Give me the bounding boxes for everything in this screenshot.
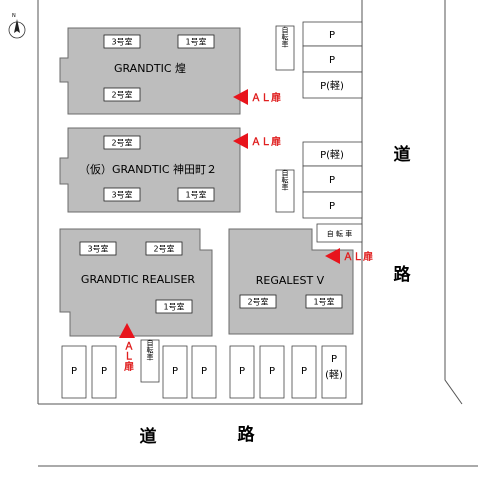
room-label: 3号室 bbox=[111, 190, 132, 200]
room-label: 1号室 bbox=[185, 37, 206, 47]
building-name: GRANDTIC REALISER bbox=[81, 273, 196, 286]
arrow-up-icon bbox=[119, 323, 135, 338]
room-label: 1号室 bbox=[163, 302, 184, 312]
room-label: 3号室 bbox=[111, 37, 132, 47]
arrow-left-icon bbox=[325, 248, 340, 264]
parking-label: P bbox=[329, 55, 335, 66]
parking-label: P(軽) bbox=[320, 149, 344, 161]
room-label: 2号室 bbox=[111, 138, 132, 148]
parking-bottom-row: P P P P P P P P (軽) bbox=[61, 345, 347, 399]
entrance-label: ＡＬ扉 bbox=[251, 91, 281, 104]
room-label: 1号室 bbox=[185, 190, 206, 200]
room-label: 2号室 bbox=[247, 297, 268, 307]
arrow-left-icon bbox=[233, 133, 248, 149]
parking-label: P bbox=[329, 175, 335, 186]
room-label: 3号室 bbox=[87, 244, 108, 254]
building-grandtic-realiser: 3号室 2号室 1号室 GRANDTIC REALISER bbox=[59, 228, 213, 337]
bicycle-parking-3: 自 転 車 bbox=[316, 223, 363, 243]
building-grandtic-kou: 3号室 1号室 2号室 GRANDTIC 煌 bbox=[59, 27, 241, 115]
entrance-label: ＡＬ扉 bbox=[343, 250, 373, 263]
entrance-label-vertical: ＡＬ扉 bbox=[122, 341, 135, 372]
parking-label: P(軽) bbox=[320, 80, 344, 92]
arrow-left-icon bbox=[233, 89, 248, 105]
parking-label: P bbox=[329, 201, 335, 212]
lot-boundary-right bbox=[38, 0, 363, 405]
road-label-bottom-2: 路 bbox=[238, 424, 256, 445]
entrance-marker-4: ＡＬ扉 bbox=[119, 323, 135, 372]
building-name: （仮）GRANDTIC 神田町２ bbox=[79, 162, 217, 176]
road-label-right-2: 路 bbox=[394, 264, 412, 285]
room-label: 2号室 bbox=[111, 90, 132, 100]
entrance-marker-3: ＡＬ扉 bbox=[325, 248, 373, 264]
bike-label: 自転車 bbox=[281, 26, 289, 49]
parking-top-right: P P P(軽) bbox=[302, 21, 363, 99]
building-grandtic-kandacho: 2号室 3号室 1号室 （仮）GRANDTIC 神田町２ bbox=[59, 127, 241, 213]
parking-kei-label: (軽) bbox=[325, 369, 343, 381]
parking-middle-right: P(軽) P P bbox=[302, 141, 363, 219]
bike-label: 自転車 bbox=[281, 169, 289, 192]
bicycle-parking-4: 自転車 bbox=[140, 339, 160, 383]
parking-label: P bbox=[301, 366, 307, 377]
road-edge-right bbox=[444, 0, 463, 405]
parking-label: P bbox=[101, 366, 107, 377]
building-name: GRANDTIC 煌 bbox=[114, 62, 186, 75]
compass-icon: N bbox=[8, 13, 26, 39]
building-name: REGALEST Ⅴ bbox=[256, 274, 325, 287]
road-label-right-1: 道 bbox=[394, 144, 411, 165]
road-label-bottom-1: 道 bbox=[140, 426, 157, 447]
parking-label: P bbox=[71, 366, 77, 377]
room-label: 2号室 bbox=[153, 244, 174, 254]
entrance-label: ＡＬ扉 bbox=[251, 135, 281, 148]
bike-label: 自 転 車 bbox=[327, 229, 352, 238]
room-label: 1号室 bbox=[313, 297, 334, 307]
bike-label: 自転車 bbox=[146, 339, 154, 362]
parking-label: P bbox=[172, 366, 178, 377]
parking-label: P bbox=[331, 354, 337, 365]
parking-label: P bbox=[329, 30, 335, 41]
bicycle-parking-2: 自転車 bbox=[275, 169, 295, 213]
bicycle-parking-1: 自転車 bbox=[275, 25, 295, 71]
entrance-marker-1: ＡＬ扉 bbox=[233, 89, 281, 105]
parking-label: P bbox=[239, 366, 245, 377]
compass-label: N bbox=[12, 13, 16, 19]
building-regalest-v: 2号室 1号室 REGALEST Ⅴ bbox=[228, 228, 354, 335]
parking-label: P bbox=[269, 366, 275, 377]
entrance-marker-2: ＡＬ扉 bbox=[233, 133, 281, 149]
parking-label: P bbox=[201, 366, 207, 377]
